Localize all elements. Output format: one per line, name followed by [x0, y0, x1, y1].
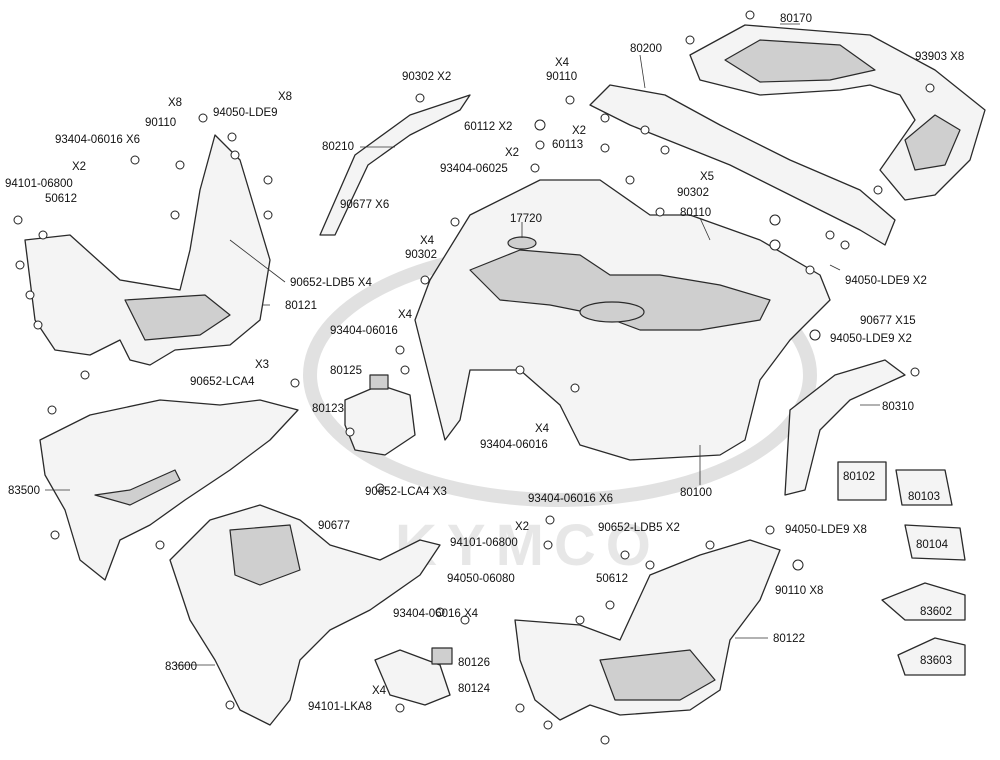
label-90652-lca4-x3b: 90652-LCA4 X3 — [365, 486, 447, 498]
label-90677-x15: 90677 X15 — [860, 315, 916, 327]
label-93404-06016-b-qty: X4 — [535, 423, 550, 435]
label-93404-06016-a-qty: X4 — [398, 309, 413, 321]
label-60112: 60112 X2 — [464, 121, 512, 133]
label-93404-06016-x6-l: 93404-06016 X6 — [55, 134, 140, 146]
part-80210-strip — [319, 94, 471, 236]
label-80124: 80124 — [458, 683, 491, 695]
part-labels: 80170 93903 X8 80200 X4 90110 90302 X2 8… — [5, 13, 964, 713]
label-50612-l: 50612 — [45, 193, 77, 205]
label-93404-06016-b: 93404-06016 — [480, 439, 548, 451]
part-80200-rear-cover — [589, 84, 896, 246]
label-80123: 80123 — [312, 403, 344, 415]
label-90652-lca4-qty: X3 — [255, 359, 269, 371]
label-83602: 83602 — [920, 606, 952, 618]
label-80102: 80102 — [843, 471, 875, 483]
label-83500: 83500 — [8, 485, 40, 497]
label-94101-06800-r: 94101-06800 — [450, 537, 518, 549]
label-90110-x8: 90110 X8 — [775, 585, 823, 597]
label-90110-top: 90110 — [546, 71, 577, 83]
part-80104-decal — [904, 524, 966, 561]
part-80102-decal — [837, 461, 887, 501]
label-83603: 83603 — [920, 655, 952, 667]
label-90110-l-qty: X8 — [168, 97, 182, 109]
label-90677-x6: 90677 X6 — [340, 199, 389, 211]
leader-lines — [45, 23, 880, 666]
label-90302-top: 90302 X2 — [402, 71, 451, 83]
label-94101-06800-l: 94101-06800 — [5, 178, 73, 190]
label-90652-lca4: 90652-LCA4 — [190, 376, 255, 388]
label-80200: 80200 — [630, 43, 662, 55]
label-80126: 80126 — [458, 657, 490, 669]
fasteners — [13, 10, 935, 745]
label-94050-lde9-x8: 94050-LDE9 X8 — [785, 524, 867, 536]
label-93404-06016-x4: 93404-06016 X4 — [393, 608, 479, 620]
label-90302-x4: 90302 — [405, 249, 437, 261]
label-90652-ldb5-x4: 90652-LDB5 X4 — [290, 277, 372, 289]
label-80110: 80110 — [680, 207, 711, 219]
label-83600: 83600 — [165, 661, 197, 673]
label-80100: 80100 — [680, 487, 712, 499]
label-90110-l: 90110 — [145, 117, 176, 129]
label-93404-06025-qty: X2 — [505, 147, 519, 159]
label-94050-lde9-l: 94050-LDE9 — [213, 107, 278, 119]
label-80170: 80170 — [780, 13, 812, 25]
label-94050-lde9-r2: 94050-LDE9 X2 — [830, 333, 912, 345]
part-80121-footrest-left — [24, 134, 271, 366]
label-94101-06800-l-qty: X2 — [72, 161, 86, 173]
label-93404-06025: 93404-06025 — [440, 163, 508, 175]
label-90302-x4-qty: X4 — [420, 235, 435, 247]
label-93903: 93903 X8 — [915, 51, 964, 63]
label-94101-lka8-qty: X4 — [372, 685, 387, 697]
label-80310: 80310 — [882, 401, 914, 413]
label-90302-mid: 90302 — [677, 187, 709, 199]
label-80104: 80104 — [916, 539, 949, 551]
label-60113: 60113 — [552, 139, 583, 151]
label-80122: 80122 — [773, 633, 805, 645]
label-90302-mid-qty: X5 — [700, 171, 714, 183]
label-80121: 80121 — [285, 300, 317, 312]
label-17720: 17720 — [510, 213, 542, 225]
label-94050-06080: 94050-06080 — [447, 573, 515, 585]
label-94050-lde9-r: 94050-LDE9 X2 — [845, 275, 927, 287]
part-80124-bracket — [374, 647, 453, 706]
label-94050-lde9-l-qty: X8 — [278, 91, 292, 103]
label-90110-top-qty: X4 — [555, 57, 570, 69]
part-83500-side-cover-left — [39, 399, 299, 581]
label-94101-06800-r-qty: X2 — [515, 521, 529, 533]
part-80123-bracket — [344, 374, 416, 456]
part-83602-decal — [881, 582, 966, 621]
label-80103: 80103 — [908, 491, 940, 503]
part-80310-mud-guard — [784, 359, 906, 496]
label-93404-06016-x6-r: 93404-06016 X6 — [528, 493, 613, 505]
label-94101-lka8: 94101-LKA8 — [308, 701, 372, 713]
label-80125: 80125 — [330, 365, 362, 377]
part-83603-decal — [897, 637, 966, 676]
label-80210: 80210 — [322, 141, 354, 153]
part-83600-side-cover-right — [169, 504, 441, 726]
part-80100-rear-fender — [414, 179, 831, 461]
label-60113-qty: X2 — [572, 125, 586, 137]
label-90677-mid: 90677 — [318, 520, 350, 532]
label-50612-r: 50612 — [596, 573, 628, 585]
part-80122-footrest-right — [514, 539, 781, 721]
label-93404-06016-a: 93404-06016 — [330, 325, 398, 337]
part-80103-decal — [895, 469, 953, 506]
part-80170-rear-rack — [689, 24, 986, 201]
label-90652-ldb5-x2: 90652-LDB5 X2 — [598, 522, 680, 534]
